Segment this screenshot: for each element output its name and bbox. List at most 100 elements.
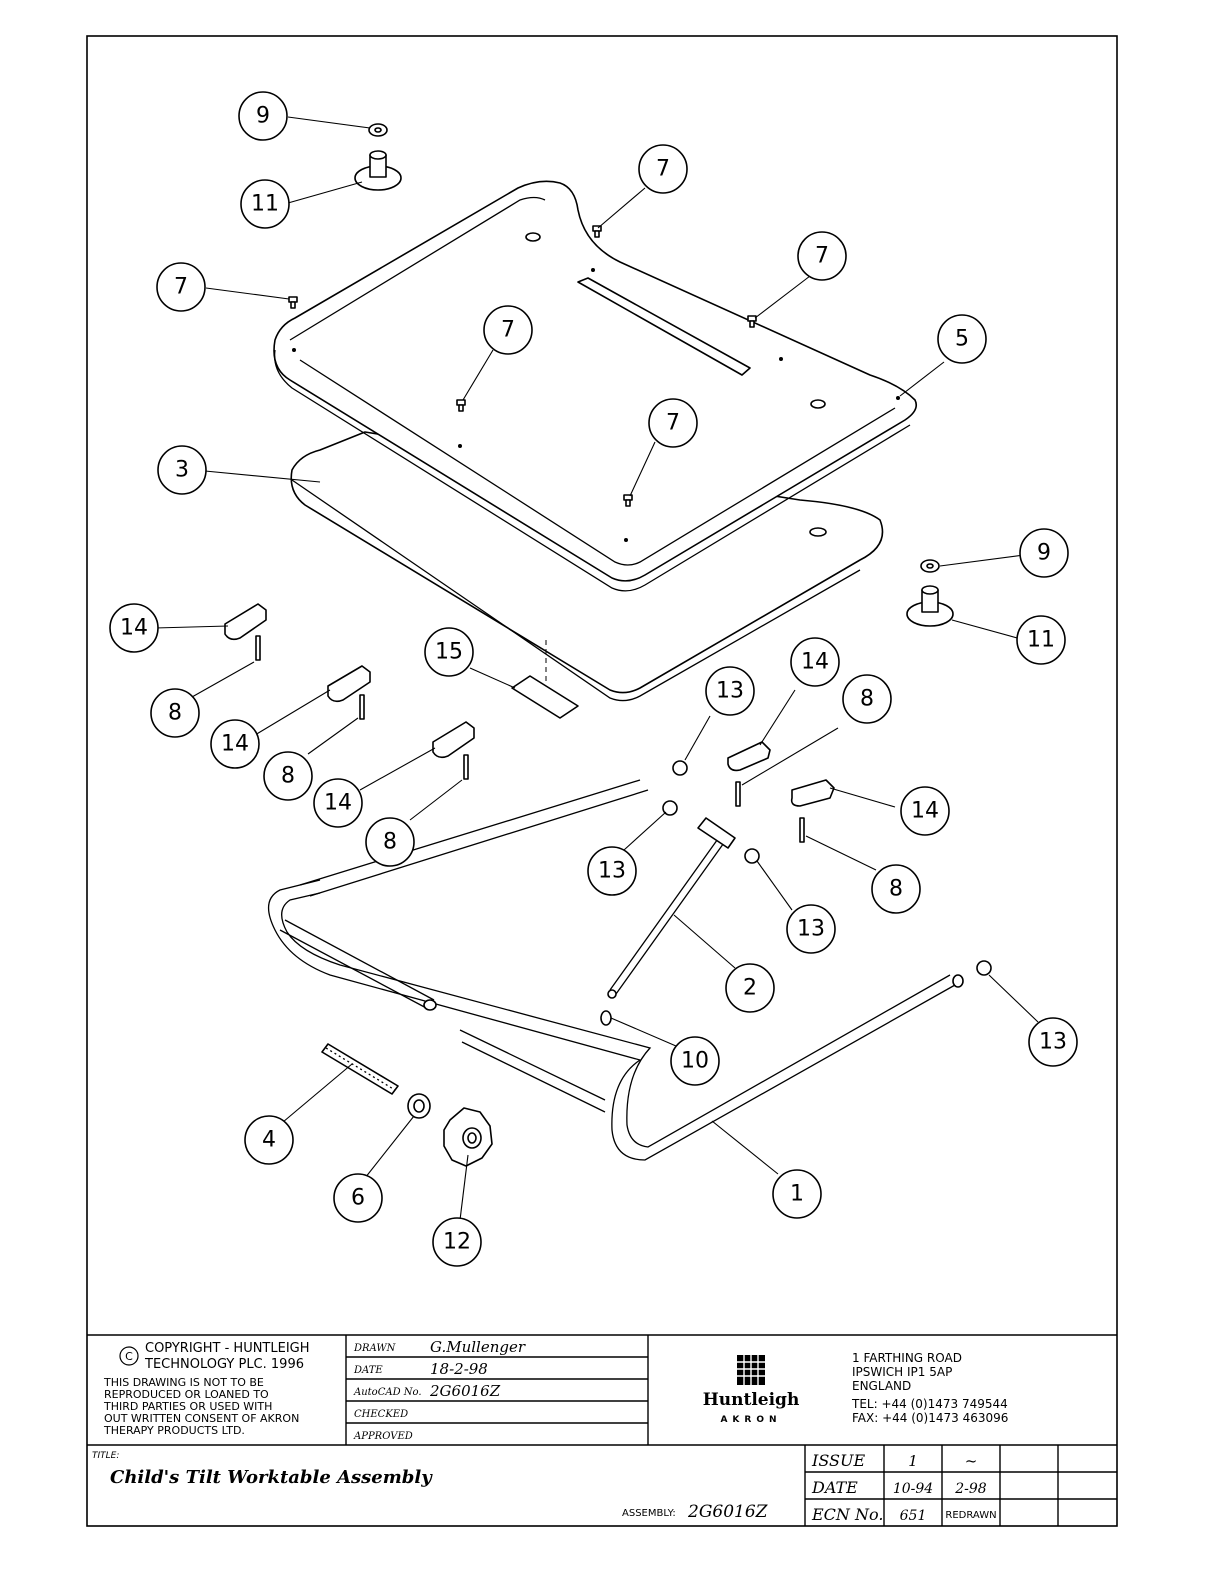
notice-line-4: OUT WRITTEN CONSENT OF AKRON: [104, 1412, 299, 1425]
assembly-label: ASSEMBLY:: [622, 1508, 676, 1519]
balloon-circle: [1028, 1017, 1078, 1067]
address-line-1: 1 FARTHING ROAD: [852, 1351, 962, 1365]
balloon-label: 14: [801, 650, 829, 675]
balloon-label: 2: [743, 976, 757, 1001]
balloon-label: 9: [1037, 541, 1051, 566]
balloon-circle: [424, 627, 474, 677]
balloon-item-2: 2: [725, 963, 775, 1013]
balloon-circle: [725, 963, 775, 1013]
autocad-value: 2G6016Z: [429, 1382, 501, 1400]
part-15-label: [511, 640, 579, 719]
balloon-item-8: 8: [365, 817, 415, 867]
balloon-item-13: 13: [786, 904, 836, 954]
balloon-item-7: 7: [648, 398, 698, 448]
part-10: [600, 1010, 612, 1026]
issue-2: ~: [965, 1452, 978, 1470]
balloon-circle: [109, 603, 159, 653]
drawn-value: G.Mullenger: [430, 1338, 526, 1356]
balloon-circle: [797, 231, 847, 281]
balloon-item-11: 11: [240, 179, 290, 229]
part-5-rim-front: [299, 359, 896, 566]
balloon-item-9: 9: [1019, 528, 1069, 578]
address-line-2: IPSWICH IP1 5AP: [852, 1365, 952, 1379]
dot: [779, 357, 783, 361]
balloon-label: 9: [256, 104, 270, 129]
balloon-item-13: 13: [705, 666, 755, 716]
copyright-line-2: TECHNOLOGY PLC. 1996: [144, 1357, 304, 1372]
balloon-circle: [1016, 615, 1066, 665]
balloon-circle: [210, 719, 260, 769]
balloon-circle: [244, 1115, 294, 1165]
part-5-tray: [273, 180, 918, 582]
part-4-threaded-rod: [321, 1043, 399, 1095]
notice-line-1: THIS DRAWING IS NOT TO BE: [103, 1376, 264, 1389]
balloon-circle: [937, 314, 987, 364]
approved-label: APPROVED: [353, 1431, 413, 1442]
copyright-icon: [119, 1346, 139, 1366]
balloon-label: 7: [501, 318, 515, 343]
balloon-circle: [483, 305, 533, 355]
part-7-screws: [288, 225, 757, 507]
balloon-label: 15: [435, 640, 463, 665]
part-2-t-bar: [607, 817, 736, 999]
balloon-label: 7: [174, 275, 188, 300]
copyright-line-1: COPYRIGHT - HUNTLEIGH: [145, 1341, 310, 1356]
ecn-1: 651: [900, 1508, 927, 1524]
balloon-label: 8: [168, 701, 182, 726]
balloon-item-15: 15: [424, 627, 474, 677]
balloon-label: 12: [443, 1230, 471, 1255]
balloon-circle: [670, 1036, 720, 1086]
balloon-label: 13: [797, 917, 825, 942]
part-9-washer-right-hole: [926, 563, 934, 569]
notice-line-3: THIRD PARTIES OR USED WITH: [103, 1400, 272, 1413]
fax: FAX: +44 (0)1473 463096: [852, 1411, 1008, 1425]
balloon-label: 13: [716, 679, 744, 704]
balloon-label: 14: [911, 799, 939, 824]
ecn-label: ECN No.: [811, 1505, 883, 1524]
logo-text: Huntleigh: [703, 1390, 800, 1410]
balloon-circle: [263, 751, 313, 801]
balloon-circle: [150, 688, 200, 738]
balloon-circle: [587, 846, 637, 896]
part-5-hole-2: [810, 399, 826, 409]
balloon-label: 14: [120, 616, 148, 641]
balloon-item-1: 1: [772, 1169, 822, 1219]
balloon-circle: [842, 674, 892, 724]
dot: [896, 396, 900, 400]
balloon-label: 10: [681, 1049, 709, 1074]
balloon-label: 11: [251, 192, 279, 217]
dot: [591, 268, 595, 272]
balloon-item-7: 7: [156, 262, 206, 312]
part-5-edge: [273, 349, 911, 592]
part-9-washer-top-hole: [374, 127, 382, 133]
balloon-label: 7: [815, 244, 829, 269]
balloon-item-13: 13: [587, 846, 637, 896]
balloon-item-12: 12: [432, 1217, 482, 1267]
part-11-knob-right: [906, 585, 954, 627]
part-5-slot: [577, 277, 751, 376]
balloon-label: 14: [221, 732, 249, 757]
balloon-label: 5: [955, 327, 969, 352]
balloon-label: 14: [324, 791, 352, 816]
balloon-item-14: 14: [790, 637, 840, 687]
balloon-label: 11: [1027, 628, 1055, 653]
part-5-hole-1: [525, 232, 541, 242]
balloon-item-6: 6: [333, 1173, 383, 1223]
balloon-circle: [900, 786, 950, 836]
balloon-item-4: 4: [244, 1115, 294, 1165]
balloon-item-8: 8: [150, 688, 200, 738]
tel: TEL: +44 (0)1473 749544: [851, 1397, 1008, 1411]
part-8-pins: [255, 635, 805, 843]
part-1-frame: [268, 779, 964, 1161]
balloon-label: 4: [262, 1128, 276, 1153]
balloon-label: 1: [790, 1182, 804, 1207]
issue-label: ISSUE: [811, 1451, 865, 1470]
balloon-circle: [786, 904, 836, 954]
balloon-circle: [157, 445, 207, 495]
balloon-circle: [238, 91, 288, 141]
part-13-caps: [662, 760, 992, 976]
dot: [624, 538, 628, 542]
part-6-washer: [407, 1093, 431, 1119]
balloon-item-13: 13: [1028, 1017, 1078, 1067]
